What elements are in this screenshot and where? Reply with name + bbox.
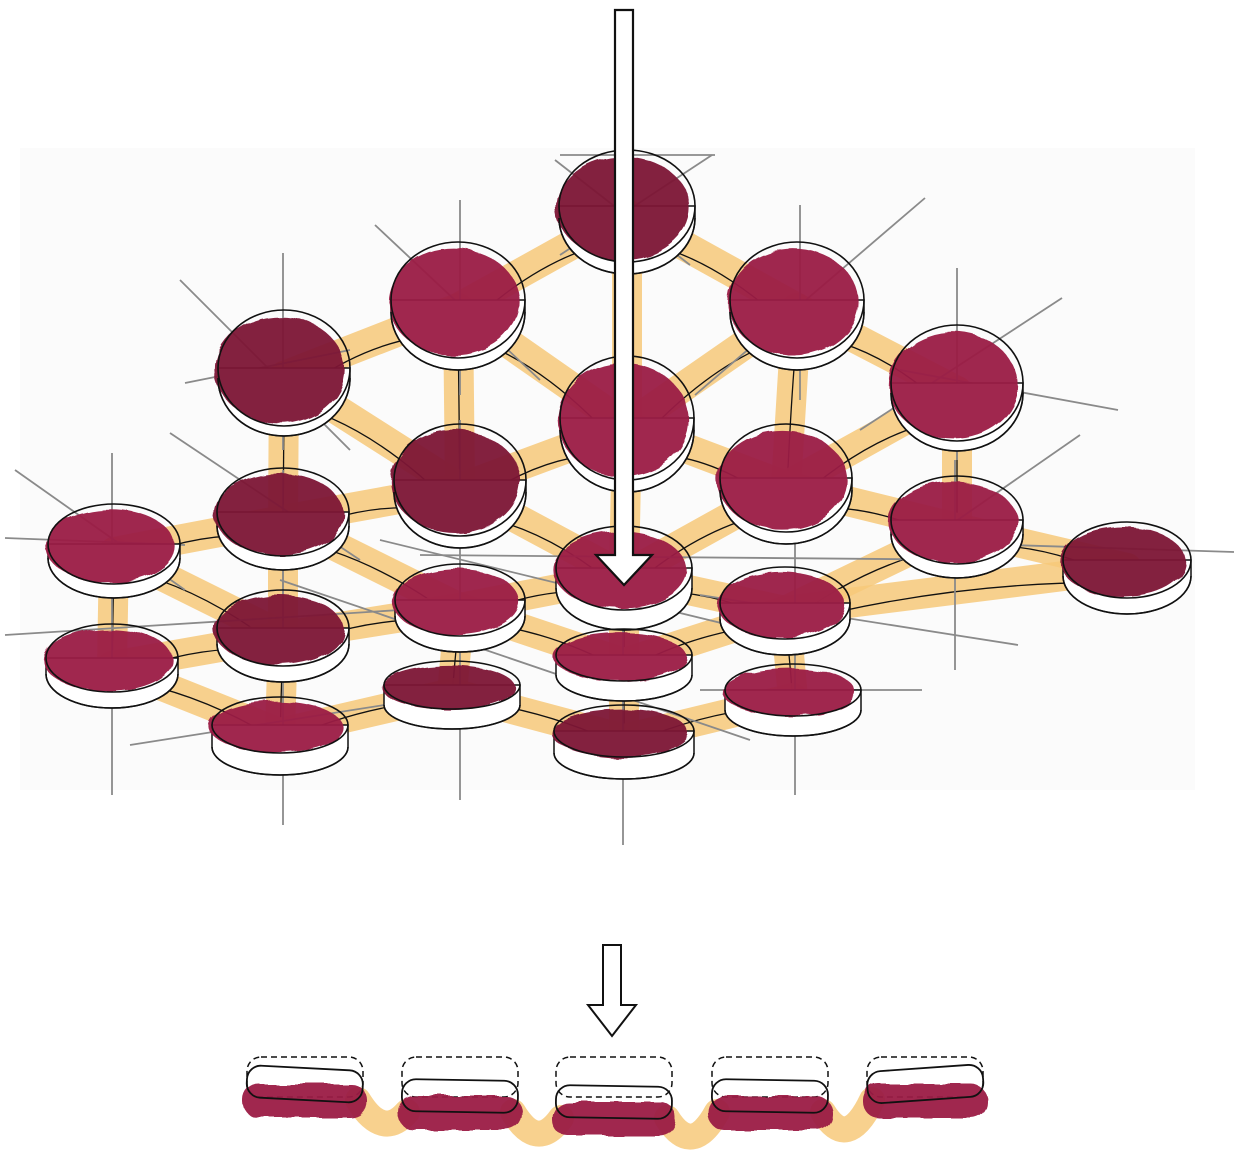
flat-disc [552, 1056, 676, 1136]
disc [209, 696, 349, 776]
flat-disc [243, 1056, 367, 1118]
flat-disc [863, 1056, 987, 1118]
disc [388, 241, 526, 371]
disc [551, 704, 695, 780]
disc [45, 503, 181, 599]
disc [43, 623, 179, 709]
top-down-arrow-icon [593, 8, 655, 587]
disc [391, 423, 527, 549]
disc [722, 663, 862, 737]
disc [727, 241, 865, 371]
disc [1060, 521, 1192, 615]
middle-down-arrow-icon [585, 944, 639, 1038]
disc-group-lower [243, 1056, 987, 1150]
disc [888, 324, 1024, 452]
flat-disc [708, 1056, 832, 1130]
disc [888, 475, 1024, 579]
disc [717, 566, 851, 656]
axis-line [279, 579, 751, 741]
disc [553, 628, 693, 702]
disc [392, 563, 526, 653]
disc [215, 309, 351, 437]
disc [717, 423, 853, 545]
disc [381, 660, 521, 730]
disc [214, 467, 350, 571]
flat-disc [398, 1056, 522, 1130]
disc-group-upper [43, 149, 1192, 780]
disc [214, 589, 350, 683]
